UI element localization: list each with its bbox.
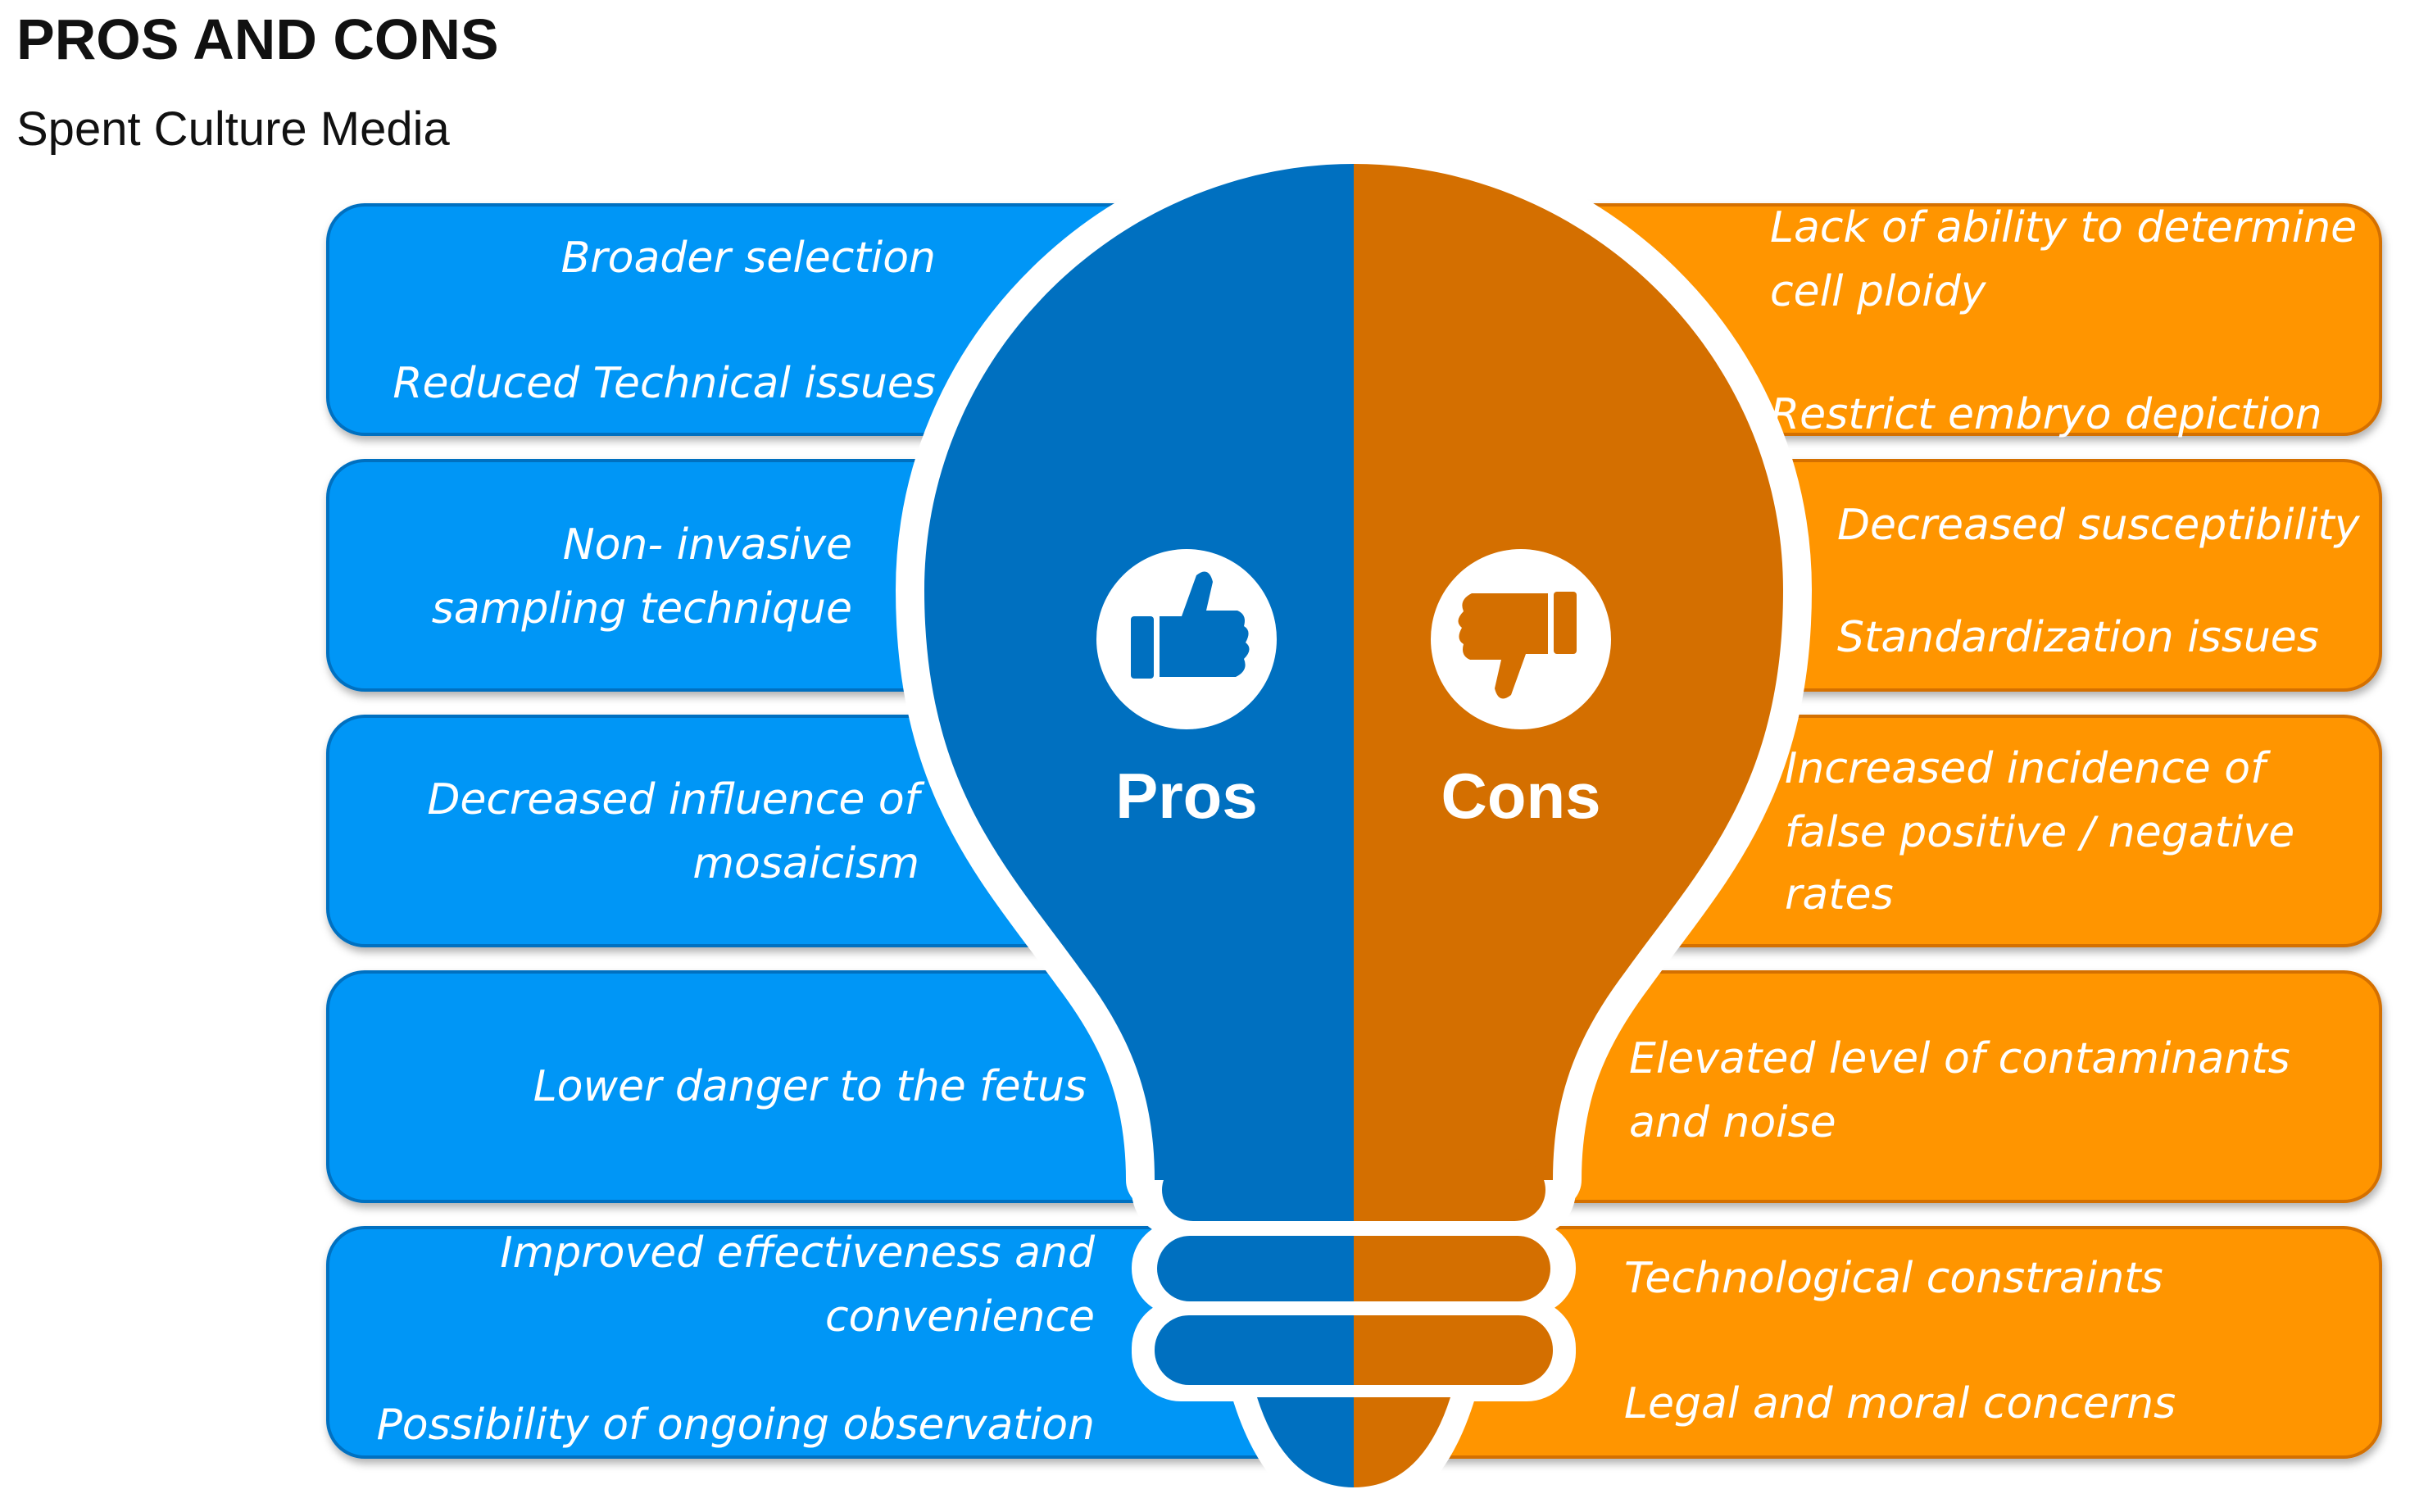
lightbulb: Pros Cons xyxy=(896,135,1812,1512)
cons-text: Lack of ability to determine cell ploidy… xyxy=(1624,203,2361,1428)
pros-text: Broader selection Reduced Technical issu… xyxy=(376,234,1096,1450)
cons-item-2-line-1: Decreased susceptibility xyxy=(1837,501,2361,550)
cons-item-1-line-3: Restrict embryo depiction xyxy=(1770,390,2322,439)
cons-label: Cons xyxy=(1441,760,1601,832)
cons-item-3-line-3: rates xyxy=(1785,870,1894,919)
cons-item-4-line-2: and noise xyxy=(1629,1098,1836,1147)
cons-item-5-line-1: Technological constraints xyxy=(1624,1254,2163,1303)
page-title: PROS AND CONS xyxy=(16,7,499,71)
page-subtitle: Spent Culture Media xyxy=(16,102,450,156)
cons-item-3-line-2: false positive / negative xyxy=(1785,808,2294,857)
cons-item-3-line-1: Increased incidence of xyxy=(1785,744,2271,793)
cons-item-5-line-2: Legal and moral concerns xyxy=(1624,1379,2176,1428)
pros-item-1-line-2: Reduced Technical issues xyxy=(393,359,936,408)
pros-label: Pros xyxy=(1115,760,1257,832)
pros-item-5-line-1: Improved effectiveness and xyxy=(500,1228,1096,1278)
pros-item-1-line-1: Broader selection xyxy=(561,234,936,283)
pros-item-2-line-2: sampling technique xyxy=(432,584,852,633)
pros-item-3-line-1: Decreased influence of xyxy=(427,775,924,824)
pros-item-4-line-1: Lower danger to the fetus xyxy=(533,1062,1087,1111)
cons-item-1-line-1: Lack of ability to determine xyxy=(1770,203,2357,252)
cons-item-2-line-2: Standardization issues xyxy=(1837,613,2319,662)
cons-item-4-line-1: Elevated level of contaminants xyxy=(1629,1034,2290,1083)
pros-item-2-line-1: Non- invasive xyxy=(563,520,852,570)
pros-item-5-line-3: Possibility of ongoing observation xyxy=(376,1401,1095,1450)
pros-item-5-line-2: convenience xyxy=(825,1292,1095,1342)
thumbs-down-icon xyxy=(1431,549,1611,729)
pros-item-3-line-2: mosaicism xyxy=(692,839,919,888)
thumbs-up-icon xyxy=(1096,549,1277,729)
cons-item-1-line-2: cell ploidy xyxy=(1770,267,1987,316)
